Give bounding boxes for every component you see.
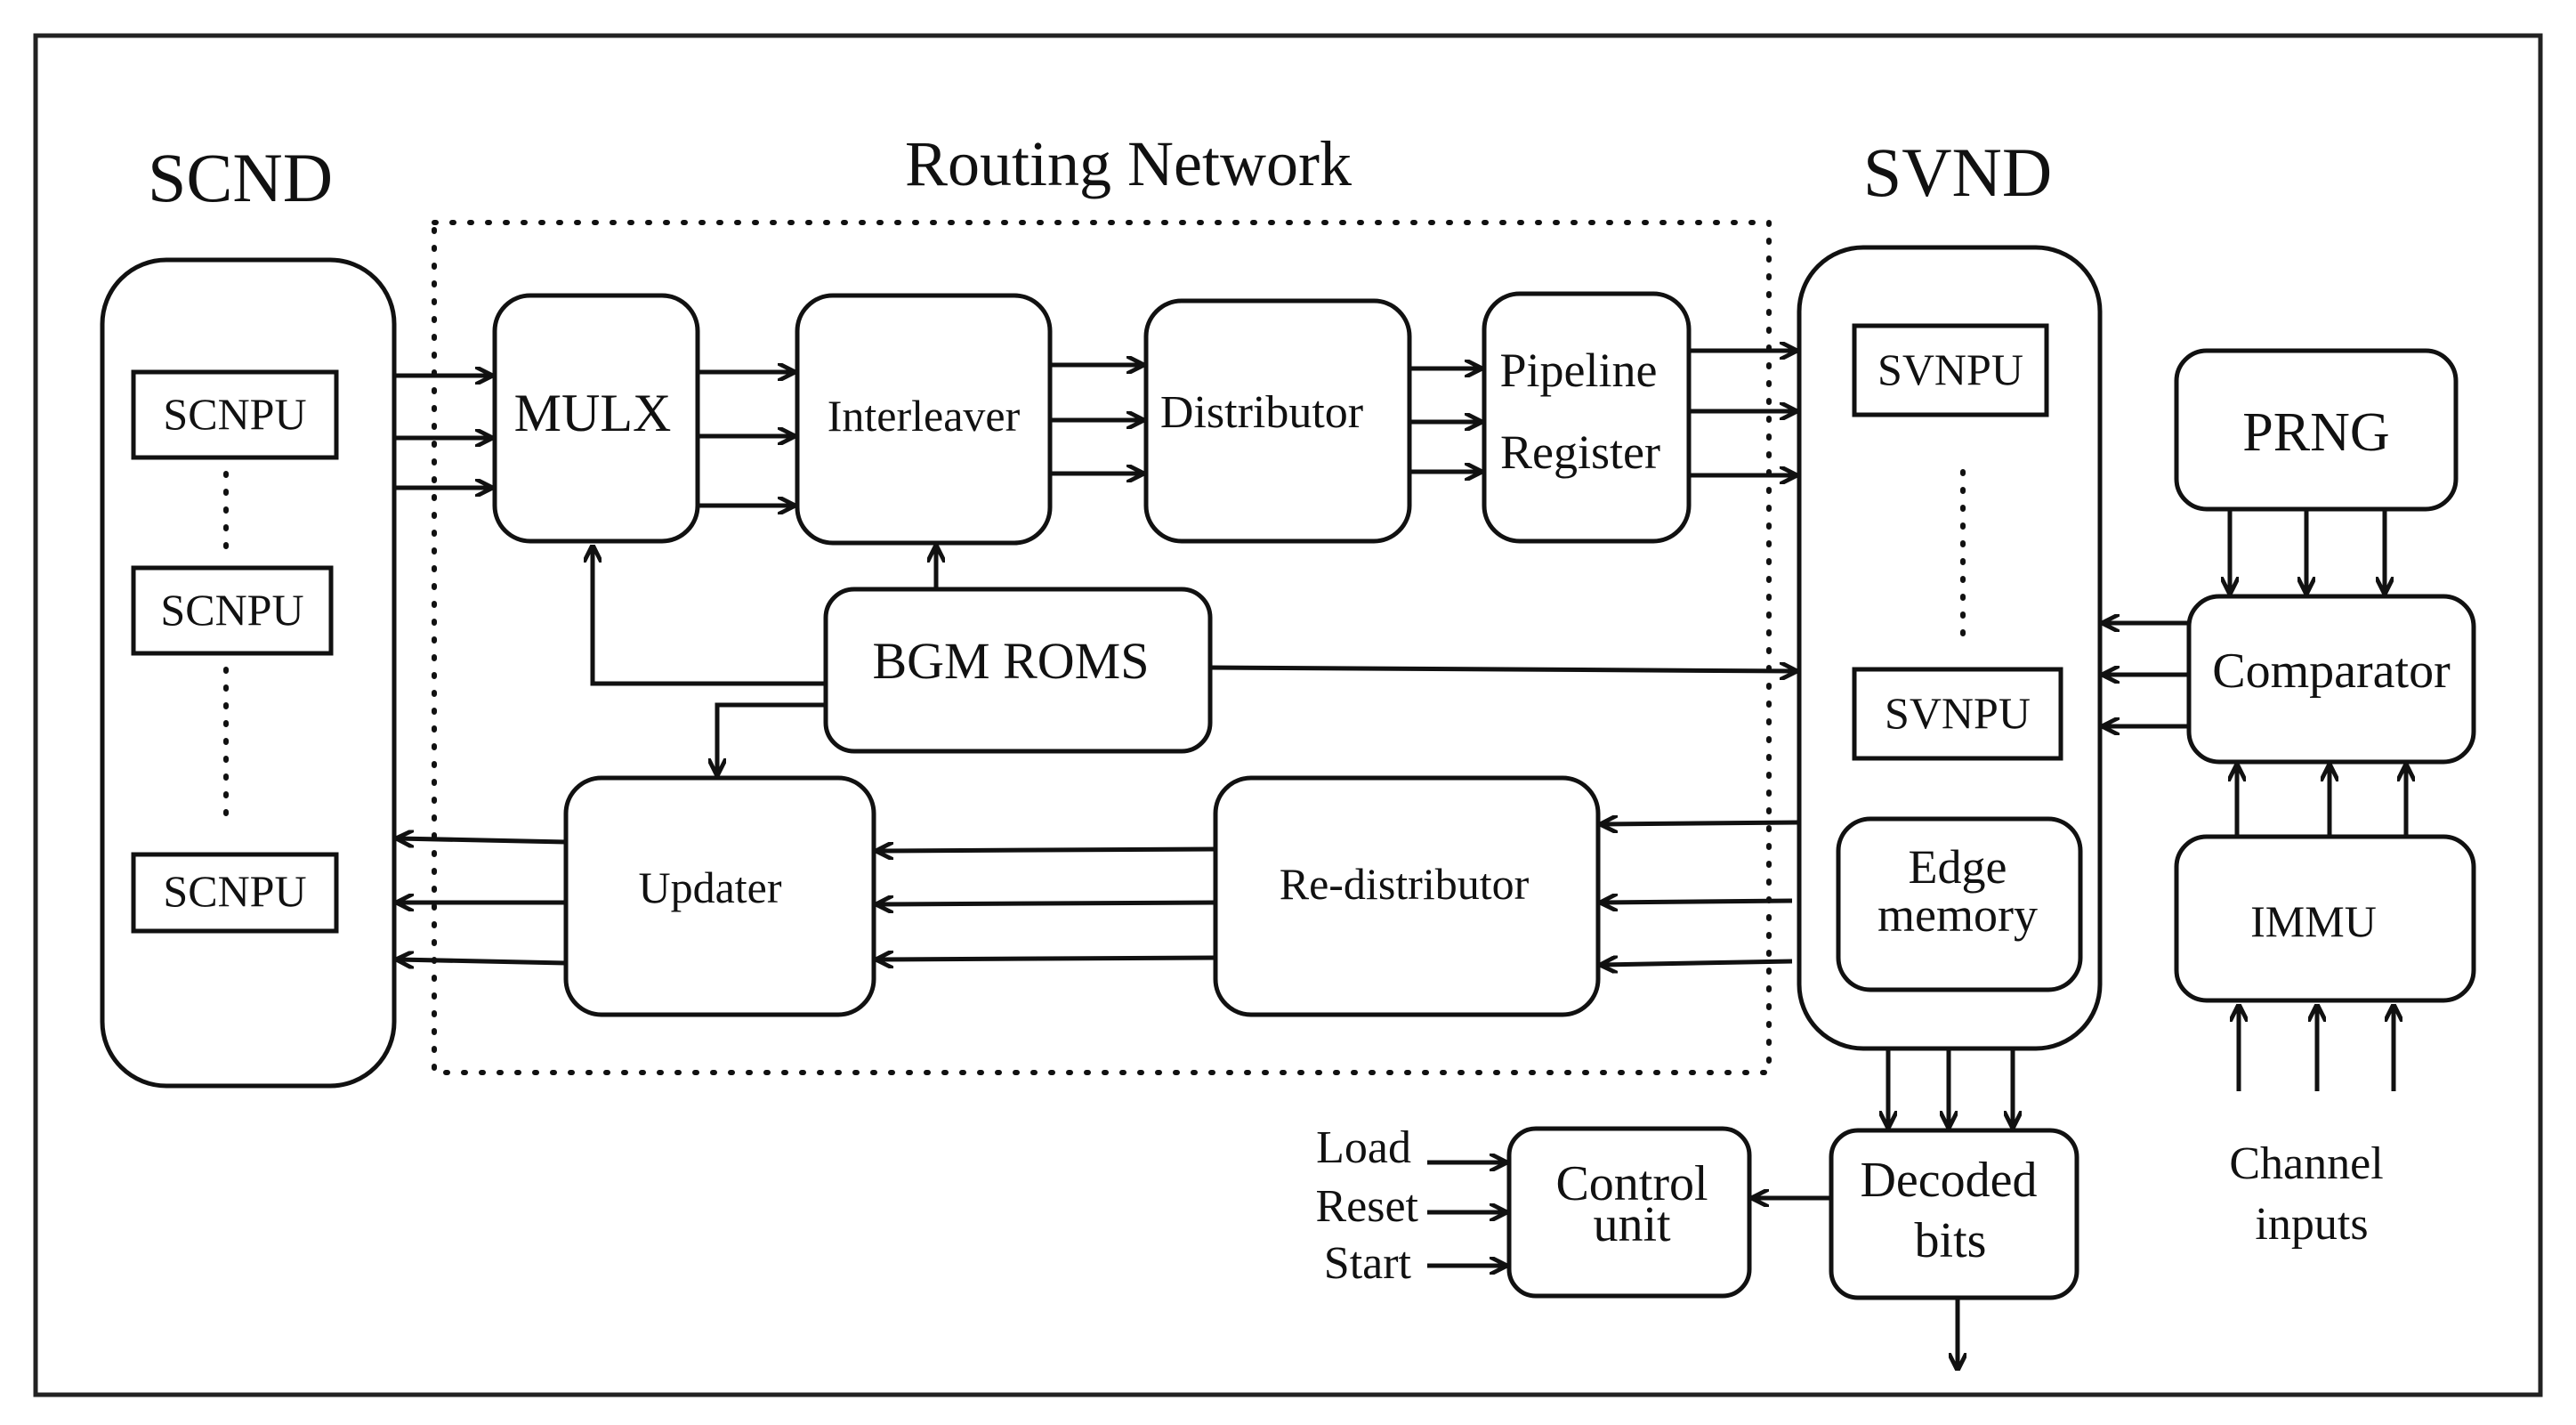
arrow-redistributor-to-updater-3 [877,958,1216,959]
arrow-redistributor-to-updater-2 [877,903,1216,904]
scnpu-label-2: SCNPU [160,585,303,635]
bgm-roms-label: BGM ROMS [872,632,1149,690]
edge-memory-label-line2: memory [1877,888,2038,942]
control-unit-label-line2: unit [1593,1197,1671,1252]
edge-memory-label-line1: Edge [1909,840,2007,894]
arrow-bgm-to-svnd [1209,668,1796,671]
arrow-svnd-to-redistributor-2 [1602,901,1793,903]
scnd-title: SCND [148,139,333,216]
scnpu-label-3: SCNPU [163,866,306,916]
decoded-bits-label-line1: Decoded [1860,1153,2037,1208]
routing-network-boundary [432,220,1772,1075]
mulx-block [492,293,700,544]
interleaver-label: Interleaver [828,391,1021,441]
arrow-redistributor-to-updater-1 [877,849,1216,851]
edge-memory-block [1836,816,2083,992]
arrow-bgm-to-updater [717,702,826,774]
channel-inputs-label-line2: inputs [2255,1199,2368,1250]
pipeline-register-label-line2: Register [1500,425,1660,479]
svnd-title: SVND [1863,134,2052,211]
pipeline-register-label-line1: Pipeline [1500,344,1658,397]
reset-signal-label: Reset [1315,1181,1418,1232]
updater-label: Updater [638,862,781,912]
svnpu-box-2 [1852,667,2063,761]
routing-network-title: Routing Network [905,128,1352,199]
immu-block [2174,834,2476,1003]
bgm-roms-block [823,587,1213,754]
comparator-block [2186,594,2476,765]
scnpu-box-1 [131,369,339,460]
control-unit-label-line1: Control [1555,1156,1708,1211]
svnpu-label-2: SVNPU [1885,688,2031,738]
outer-frame [33,33,2543,1397]
svnpu-box-1 [1852,323,2049,417]
scnpu-box-3 [131,852,339,934]
immu-label: IMMU [2250,896,2377,946]
control-unit-block [1506,1126,1752,1299]
arrow-updater-to-scnd-3 [398,959,567,963]
mulx-label: MULX [514,384,672,442]
arrows [394,351,2406,1369]
arrow-svnd-to-redistributor-1 [1602,822,1800,824]
svnpu-label-1: SVNPU [1877,344,2023,394]
decoded-bits-label-line2: bits [1915,1213,1987,1268]
scnpu-box-2 [131,565,334,656]
decoded-bits-block [1829,1128,2079,1300]
updater-block [563,775,876,1017]
distributor-label: Distributor [1160,387,1363,438]
channel-inputs-label-line1: Channel [2229,1138,2383,1189]
load-signal-label: Load [1316,1122,1411,1173]
prng-block [2174,348,2459,512]
arrow-updater-to-scnd-1 [398,838,567,842]
pipeline-register-block [1482,291,1692,544]
redistributor-block [1213,775,1601,1017]
comparator-label: Comparator [2212,644,2451,699]
redistributor-label: Re-distributor [1280,859,1530,909]
arrow-svnd-to-redistributor-3 [1602,961,1793,965]
arrow-bgm-to-mulx [593,547,826,686]
scnpu-label-1: SCNPU [163,389,306,439]
prng-label: PRNG [2242,402,2389,463]
start-signal-label: Start [1324,1238,1412,1289]
